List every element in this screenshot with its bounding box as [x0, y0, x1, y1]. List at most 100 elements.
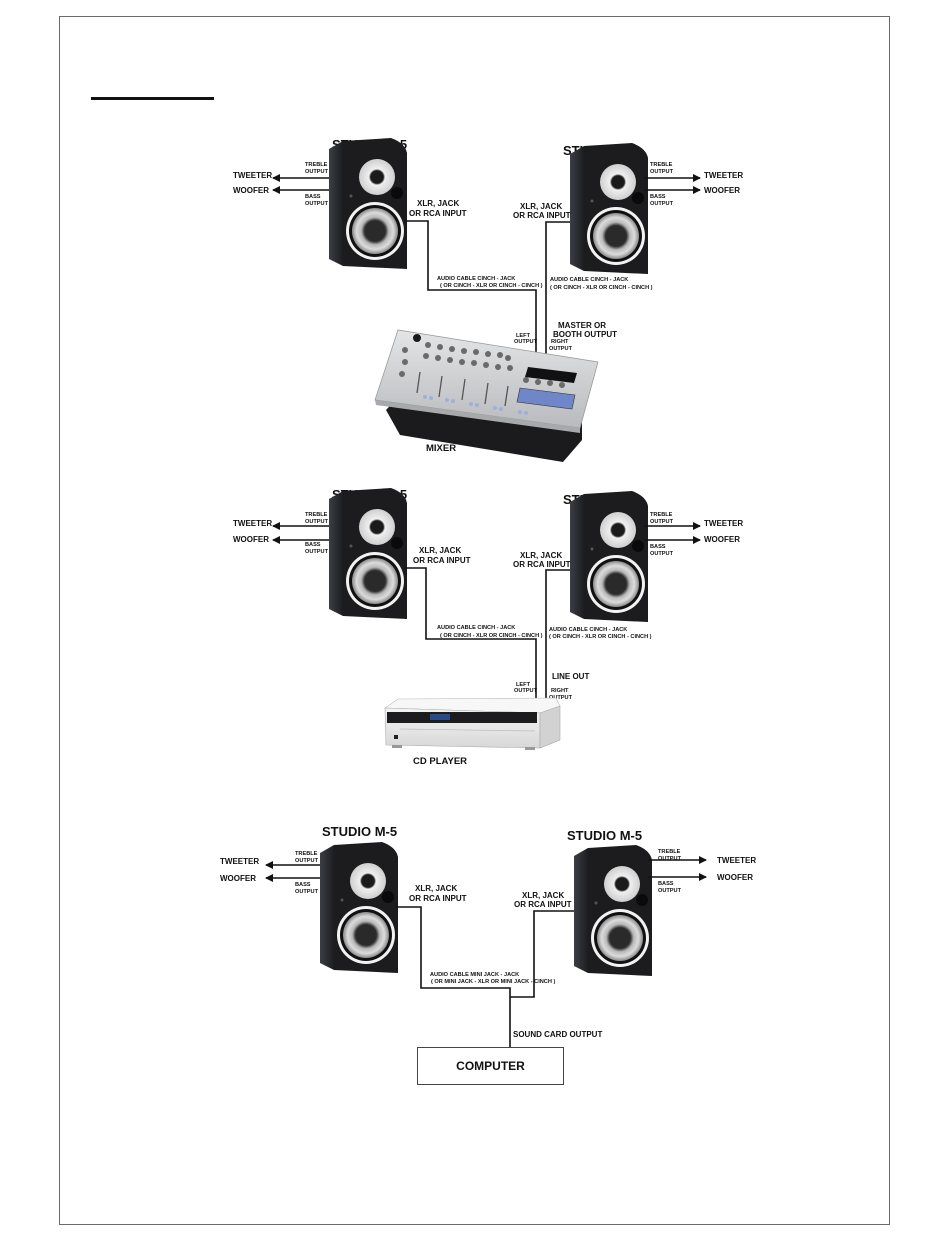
woofer-label: WOOFER — [704, 535, 740, 544]
left-speaker: STUDIO M-5 TWEETER WOOFER TREBLE OUTPUT … — [233, 137, 467, 269]
speaker-icon — [329, 488, 407, 619]
source-output-label: MASTER OR — [558, 321, 606, 330]
section-cd-player: STUDIO M-5 TWEETER WOOFER TREBLE OUTPUT … — [233, 487, 743, 767]
left-output-label-2: OUTPUT — [514, 688, 538, 694]
right-output-label-2: OUTPUT — [549, 346, 573, 352]
speaker-icon — [570, 143, 648, 274]
woofer-label: WOOFER — [704, 186, 740, 195]
input-label-2: OR RCA INPUT — [514, 900, 572, 909]
treble-label: TREBLE — [295, 851, 318, 857]
treble-label-2: OUTPUT — [650, 519, 674, 525]
device-label: CD PLAYER — [413, 756, 467, 767]
speaker-icon — [320, 842, 398, 973]
speaker-icon — [329, 138, 407, 269]
left-speaker: STUDIO M-5 TWEETER WOOFER TREBLE OUTPUT … — [233, 487, 471, 619]
tweeter-label: TWEETER — [233, 519, 272, 528]
device-label: MIXER — [426, 443, 456, 454]
bass-label-2: OUTPUT — [650, 201, 674, 207]
woofer-label: WOOFER — [233, 186, 269, 195]
left-cable — [405, 220, 537, 365]
bass-label-2: OUTPUT — [650, 551, 674, 557]
tweeter-label: TWEETER — [704, 519, 743, 528]
cable-right-label-2: ( OR CINCH - XLR OR CINCH - CINCH ) — [550, 285, 653, 291]
treble-label-2: OUTPUT — [295, 858, 319, 864]
page-frame — [59, 16, 890, 1225]
woofer-label: WOOFER — [233, 535, 269, 544]
woofer-label: WOOFER — [717, 873, 753, 882]
section-computer: STUDIO M-5 TWEETER WOOFER TREBLE OUTPUT … — [220, 824, 756, 1047]
right-cable — [510, 910, 574, 998]
bass-label: BASS — [295, 882, 311, 888]
source-output-label: LINE OUT — [552, 672, 589, 681]
source-output-label-2: BOOTH OUTPUT — [553, 330, 617, 339]
speaker-icon — [570, 491, 648, 622]
bass-label-2: OUTPUT — [305, 549, 329, 555]
right-output-label: RIGHT — [551, 339, 569, 345]
mixer-icon — [374, 329, 599, 462]
treble-label-2: OUTPUT — [658, 856, 682, 862]
source-output-label: SOUND CARD OUTPUT — [513, 1030, 602, 1039]
tweeter-label: TWEETER — [220, 857, 259, 866]
cd-player-icon — [384, 697, 561, 750]
treble-label: TREBLE — [305, 512, 328, 518]
treble-label: TREBLE — [305, 162, 328, 168]
bass-label: BASS — [305, 194, 321, 200]
input-label-2: OR RCA INPUT — [409, 209, 467, 218]
left-output-label: LEFT — [516, 682, 531, 688]
input-label: XLR, JACK — [522, 891, 564, 900]
treble-label-2: OUTPUT — [305, 169, 329, 175]
input-label: XLR, JACK — [419, 546, 461, 555]
cable-left-label-2: ( OR CINCH - XLR OR CINCH - CINCH ) — [440, 283, 543, 289]
right-cable — [545, 569, 570, 700]
right-cable — [545, 221, 570, 365]
section-mixer: STUDIO M-5 TWEETER WOOFER TREBLE OUTPUT … — [233, 137, 743, 462]
bass-label-2: OUTPUT — [305, 201, 329, 207]
tweeter-label: TWEETER — [233, 171, 272, 180]
bass-label: BASS — [650, 544, 666, 550]
right-output-label: RIGHT — [551, 688, 569, 694]
left-output-label-2: OUTPUT — [514, 339, 538, 345]
input-label-2: OR RCA INPUT — [413, 556, 471, 565]
cable-right-label: AUDIO CABLE CINCH - JACK — [549, 627, 627, 633]
woofer-label: WOOFER — [220, 874, 256, 883]
left-cable — [396, 906, 511, 1047]
cable-left-label: AUDIO CABLE CINCH - JACK — [437, 276, 515, 282]
input-label-2: OR RCA INPUT — [513, 560, 571, 569]
left-output-label: LEFT — [516, 333, 531, 339]
header-underline — [91, 97, 214, 100]
treble-label: TREBLE — [650, 162, 673, 168]
input-label: XLR, JACK — [520, 202, 562, 211]
cable-right-label: AUDIO CABLE CINCH - JACK — [550, 277, 628, 283]
input-label: XLR, JACK — [520, 551, 562, 560]
cable-right-label-2: ( OR CINCH - XLR OR CINCH - CINCH ) — [549, 634, 652, 640]
cable-left-label-2: ( OR CINCH - XLR OR CINCH - CINCH ) — [440, 633, 543, 639]
speaker-icon — [574, 845, 652, 976]
treble-label: TREBLE — [658, 849, 681, 855]
right-speaker: STUDIO M-5 TWEETER WOOFER TREBLE OUTPUT … — [513, 491, 743, 622]
input-label: XLR, JACK — [415, 884, 457, 893]
cable-label: AUDIO CABLE MINI JACK - JACK — [430, 972, 519, 978]
bass-label-2: OUTPUT — [295, 889, 319, 895]
treble-label-2: OUTPUT — [650, 169, 674, 175]
cable-label-2: ( OR MINI JACK - XLR OR MINI JACK - CINC… — [431, 979, 555, 985]
cable-left-label: AUDIO CABLE CINCH - JACK — [437, 625, 515, 631]
input-label: XLR, JACK — [417, 199, 459, 208]
speaker-title: STUDIO M-5 — [322, 824, 397, 839]
left-speaker: STUDIO M-5 TWEETER WOOFER TREBLE OUTPUT … — [220, 824, 467, 973]
left-cable — [405, 567, 537, 700]
bass-label: BASS — [650, 194, 666, 200]
treble-label: TREBLE — [650, 512, 673, 518]
speaker-title: STUDIO M-5 — [567, 828, 642, 843]
right-speaker: STUDIO M-5 TWEETER WOOFER TREBLE OUTPUT … — [514, 828, 756, 976]
tweeter-label: TWEETER — [717, 856, 756, 865]
right-output-label-2: OUTPUT — [549, 695, 573, 701]
input-label-2: OR RCA INPUT — [409, 894, 467, 903]
bass-label: BASS — [658, 881, 674, 887]
computer-box: COMPUTER — [417, 1047, 564, 1085]
tweeter-label: TWEETER — [704, 171, 743, 180]
device-label: COMPUTER — [456, 1059, 525, 1073]
input-label-2: OR RCA INPUT — [513, 211, 571, 220]
bass-label-2: OUTPUT — [658, 888, 682, 894]
right-speaker: STUDIO M-5 TWEETER WOOFER TREBLE OUTPUT … — [513, 143, 743, 274]
